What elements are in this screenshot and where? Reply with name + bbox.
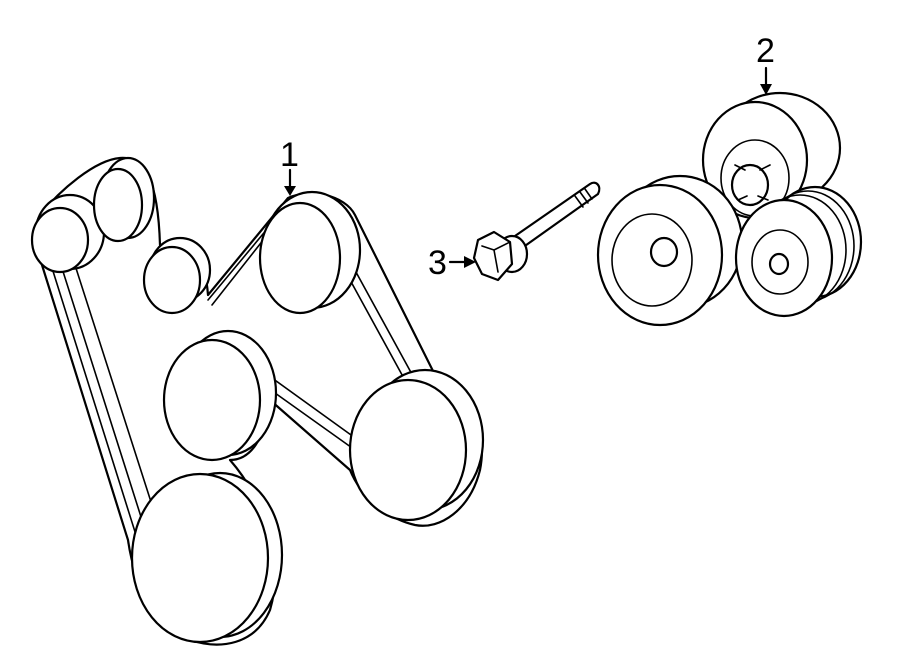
callout-label-1: 1 xyxy=(280,136,299,174)
tensioner-pulley-assembly[interactable] xyxy=(596,91,863,327)
pulley-top-center xyxy=(258,190,362,315)
callout-3: 3 xyxy=(428,244,476,282)
callout-label-3: 3 xyxy=(428,244,447,282)
callout-arrowhead-2 xyxy=(760,84,772,95)
tensioner-grooved-pulley xyxy=(734,185,863,318)
callout-label-2: 2 xyxy=(756,32,775,70)
callout-arrowhead-1 xyxy=(284,186,296,196)
callout-2: 2 xyxy=(756,32,775,95)
callout-1: 1 xyxy=(280,136,299,196)
tensioner-bolt[interactable] xyxy=(472,181,601,282)
belt-inner-edge xyxy=(51,205,426,536)
idler-pulley-top xyxy=(92,156,156,243)
idler-pulley-small xyxy=(142,236,212,315)
tensioner-rear-pulley xyxy=(701,91,842,220)
serpentine-belt[interactable] xyxy=(30,156,485,646)
pulley-middle-large xyxy=(162,329,278,462)
callout-arrowhead-3 xyxy=(464,256,476,268)
idler-pulley-top-left xyxy=(30,193,106,274)
pulley-right xyxy=(348,368,485,522)
bolt-hex-head xyxy=(472,230,514,282)
bolt-threads xyxy=(574,188,593,208)
tensioner-front-idler-pulley xyxy=(596,174,744,327)
crank-pulley xyxy=(130,471,284,644)
